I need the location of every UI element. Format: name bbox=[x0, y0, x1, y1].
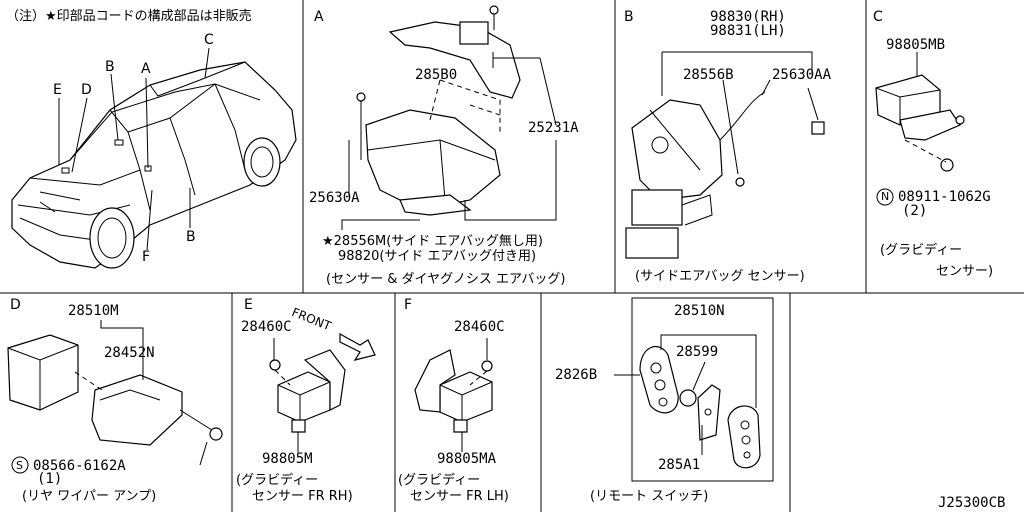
section-f-caption-line2: センサー FR LH) bbox=[410, 489, 509, 504]
part-08566-qty: (1) bbox=[37, 471, 63, 487]
section-c-caption-line1: (グラビディー bbox=[880, 243, 963, 258]
section-b-letter: B bbox=[624, 9, 634, 25]
section-c-illustration bbox=[875, 52, 965, 206]
section-a-ref-line1: ★28556M(サイド エアバッグ無し用) bbox=[322, 234, 543, 249]
part-08911-qty: (2) bbox=[902, 203, 928, 219]
section-a-letter: A bbox=[314, 9, 324, 25]
section-remote-caption: (リモート スイッチ) bbox=[590, 489, 709, 504]
part-28510n: 28510N bbox=[674, 303, 725, 319]
part-25630aa: 25630AA bbox=[772, 67, 832, 83]
section-a-illustration bbox=[341, 5, 557, 230]
nut-symbol-n: N bbox=[881, 190, 890, 203]
part-28460c-rh: 28460C bbox=[241, 319, 292, 335]
car-label-e: E bbox=[53, 82, 62, 98]
section-b-caption: (サイドエアバッグ センサー) bbox=[635, 269, 805, 284]
car-label-a: A bbox=[141, 61, 151, 77]
part-285a1: 285A1 bbox=[658, 457, 701, 473]
part-28510m: 28510M bbox=[68, 303, 119, 319]
remote-switch-illustration bbox=[614, 334, 761, 469]
parts-note: （注）★印部品コードの構成部品は非販売 bbox=[6, 9, 252, 24]
car-label-b-bottom: B bbox=[186, 229, 196, 245]
car-illustration bbox=[11, 47, 297, 269]
car-label-f: F bbox=[142, 249, 151, 265]
section-a-ref-line2: 98820(サイド エアバッグ付き用) bbox=[338, 249, 537, 264]
part-98831: 98831(LH) bbox=[710, 23, 786, 39]
section-c-caption-line2: センサー) bbox=[936, 264, 994, 279]
section-e-illustration bbox=[269, 332, 376, 452]
part-2826b: 2826B bbox=[555, 367, 598, 383]
section-e-letter: E bbox=[244, 297, 253, 313]
screw-symbol-s: S bbox=[16, 459, 23, 472]
section-e-caption-line2: センサー FR RH) bbox=[252, 489, 353, 504]
section-a-caption: (センサー & ダイヤグノシス エアバッグ) bbox=[326, 272, 566, 287]
section-e-caption-line1: (グラビディー bbox=[236, 473, 319, 488]
part-25231a: 25231A bbox=[528, 120, 579, 136]
part-98805mb: 98805MB bbox=[886, 37, 946, 53]
drawing-id: J25300CB bbox=[938, 495, 1006, 511]
section-d-letter: D bbox=[10, 297, 21, 313]
part-285b0: 285B0 bbox=[415, 67, 458, 83]
part-08566-6162a: 08566-6162A bbox=[33, 458, 126, 474]
section-d-caption: (リヤ ワイパー アンプ) bbox=[22, 489, 157, 504]
section-c-letter: C bbox=[873, 9, 883, 25]
car-label-d: D bbox=[81, 82, 92, 98]
section-f-caption-line1: (グラビディー bbox=[398, 473, 481, 488]
section-f-illustration bbox=[414, 338, 493, 452]
car-label-c: C bbox=[204, 32, 214, 48]
part-28460c-lh: 28460C bbox=[454, 319, 505, 335]
section-b-illustration bbox=[625, 51, 825, 259]
part-28452n: 28452N bbox=[104, 345, 155, 361]
part-28599: 28599 bbox=[676, 344, 719, 360]
part-98805ma: 98805MA bbox=[437, 451, 497, 467]
section-f-letter: F bbox=[404, 297, 413, 313]
part-25630a: 25630A bbox=[309, 190, 360, 206]
part-98805m: 98805M bbox=[262, 451, 313, 467]
section-d-illustration bbox=[7, 320, 223, 474]
part-08911-1062g: 08911-1062G bbox=[898, 189, 991, 205]
part-98830: 98830(RH) bbox=[710, 9, 786, 25]
car-label-b-top: B bbox=[105, 59, 115, 75]
part-28556b: 28556B bbox=[683, 67, 734, 83]
